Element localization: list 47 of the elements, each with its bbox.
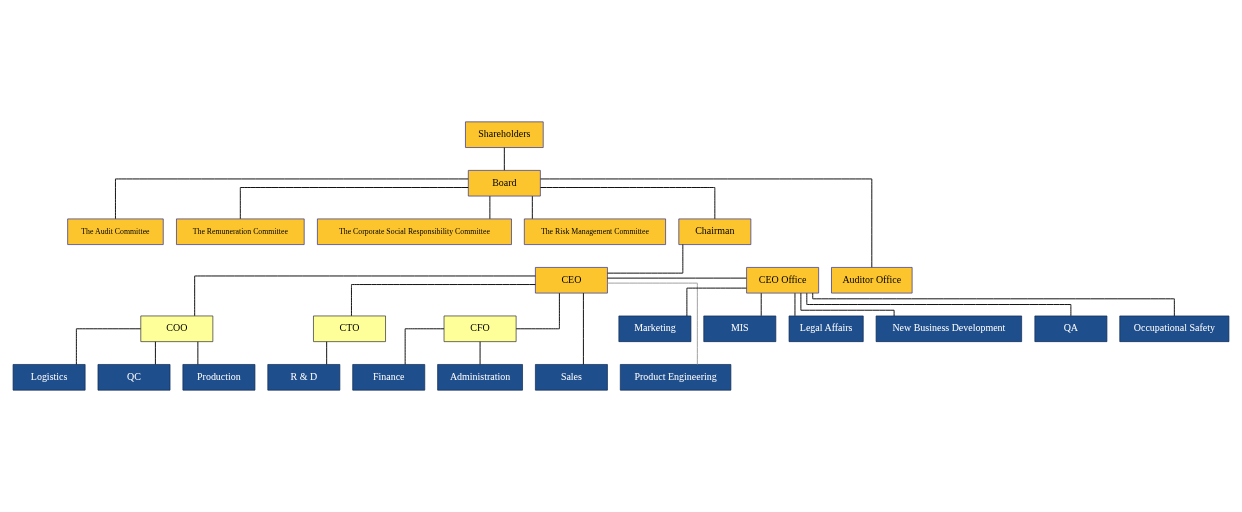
connector (760, 292, 762, 317)
connector (540, 178, 873, 268)
node-box: COO (140, 315, 214, 342)
connector (582, 292, 584, 365)
connector (806, 292, 1072, 317)
node-box: Shareholders (465, 121, 544, 148)
connector (607, 282, 698, 365)
node-box: Chairman (678, 218, 752, 245)
connector (404, 328, 445, 365)
node-box: The Audit Committee (67, 218, 164, 245)
node-box: Occupational Safety (1119, 315, 1230, 342)
node-box: QC (97, 364, 171, 391)
node-box: CTO (313, 315, 386, 342)
node-box: Marketing (618, 315, 692, 342)
node-box: CEO Office (746, 267, 819, 294)
node-box: Legal Affairs (788, 315, 864, 342)
connector (503, 147, 505, 171)
connector (531, 195, 533, 220)
node-box: New Business Development (875, 315, 1022, 342)
connector (115, 178, 469, 220)
node-box: Administration (437, 364, 523, 391)
node-box: Sales (535, 364, 608, 391)
connector (154, 341, 156, 365)
connector (326, 341, 328, 365)
node-box: CFO (443, 315, 517, 342)
node-box: The Corporate Social Responsibility Committee (317, 218, 512, 245)
node-box: R & D (267, 364, 341, 391)
connector (75, 328, 142, 365)
connector (239, 187, 469, 220)
connector (194, 275, 536, 317)
node-box: Finance (352, 364, 426, 391)
node-box: The Remuneration Committee (176, 218, 305, 245)
connector (515, 292, 560, 330)
node-box: QA (1034, 315, 1108, 342)
connector (351, 284, 536, 317)
connector (686, 287, 747, 317)
connector (800, 292, 895, 317)
node-box: Board (467, 170, 541, 197)
node-box: CEO (535, 267, 608, 294)
connector (812, 292, 1175, 317)
node-box: MIS (703, 315, 777, 342)
node-box: Logistics (12, 364, 86, 391)
node-box: Auditor Office (831, 267, 913, 294)
node-box: Production (182, 364, 256, 391)
connector (540, 187, 716, 220)
node-box: Product Engineering (619, 364, 732, 391)
node-box: The Risk Management Committee (523, 218, 666, 245)
